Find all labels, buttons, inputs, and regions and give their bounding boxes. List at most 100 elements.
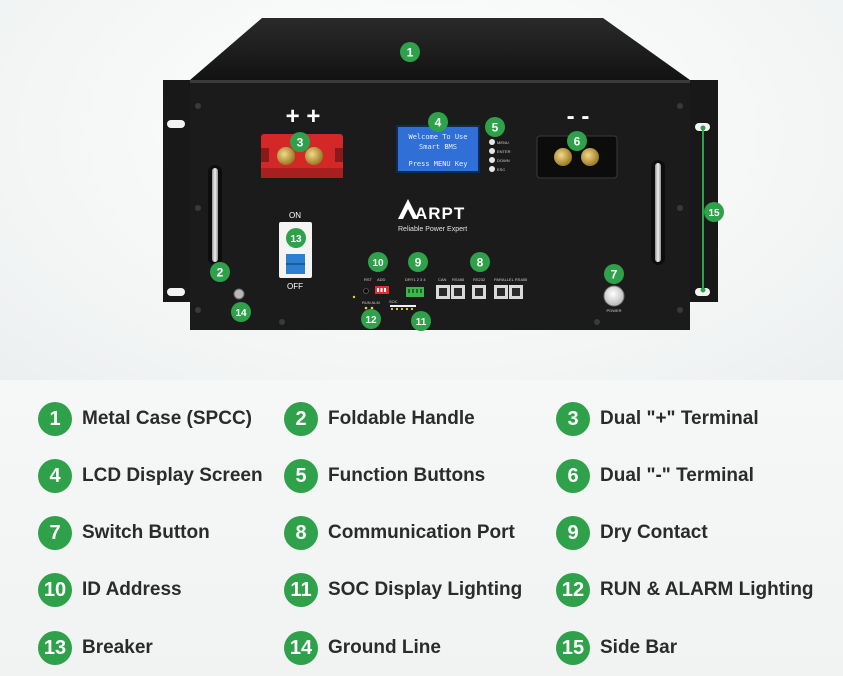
power-button[interactable] bbox=[604, 286, 624, 306]
plus-terminal-body bbox=[261, 134, 343, 178]
callout-number: 14 bbox=[235, 308, 247, 319]
minus-bolt-left bbox=[554, 148, 572, 166]
legend-label: Breaker bbox=[82, 637, 153, 658]
breaker-off-label: OFF bbox=[287, 282, 303, 291]
legend-number: 14 bbox=[284, 631, 318, 665]
callout-number: 10 bbox=[372, 258, 384, 269]
lcd-screen bbox=[398, 127, 478, 171]
esc-button-label: ESC bbox=[497, 167, 505, 172]
dry-contact-terminal[interactable] bbox=[406, 287, 424, 297]
callout-number: 11 bbox=[416, 317, 427, 328]
legend-number: 7 bbox=[38, 516, 72, 550]
function-buttons: MENU ENTER DOWN ESC bbox=[489, 139, 511, 172]
rst-label: RST bbox=[364, 277, 373, 282]
callout-14: 14 bbox=[231, 302, 251, 322]
legend-item-dry-contact: 9 Dry Contact bbox=[556, 513, 708, 553]
legend-number: 2 bbox=[284, 402, 318, 436]
screw bbox=[195, 205, 201, 211]
plus-bolt-left bbox=[277, 147, 295, 165]
legend-number: 5 bbox=[284, 459, 318, 493]
callout-6: 6 bbox=[567, 131, 587, 151]
enter-button-label: ENTER bbox=[497, 149, 511, 154]
esc-button[interactable] bbox=[489, 166, 495, 172]
legend-label: LCD Display Screen bbox=[82, 465, 263, 486]
callout-number: 6 bbox=[574, 135, 581, 149]
add-label: ADD bbox=[377, 277, 386, 282]
callout-number: 2 bbox=[217, 266, 224, 280]
callout-number: 3 bbox=[297, 136, 304, 150]
down-button[interactable] bbox=[489, 157, 495, 163]
legend-number: 9 bbox=[556, 516, 590, 550]
soc-light-bar bbox=[390, 305, 416, 307]
legend-item-minus-terminal: 6 Dual "-" Terminal bbox=[556, 456, 754, 496]
legend-item-id-address: 10 ID Address bbox=[38, 570, 182, 610]
legend: 1 Metal Case (SPCC) 2 Foldable Handle 3 … bbox=[0, 388, 843, 676]
callout-number: 1 bbox=[407, 46, 414, 60]
menu-button[interactable] bbox=[489, 139, 495, 145]
down-button-label: DOWN bbox=[497, 158, 510, 163]
callout-15: 15 bbox=[704, 202, 724, 222]
callout-8: 8 bbox=[470, 252, 490, 272]
callout-5: 5 bbox=[485, 117, 505, 137]
legend-number: 11 bbox=[284, 573, 318, 607]
callout-2: 2 bbox=[210, 262, 230, 282]
legend-item-switch-button: 7 Switch Button bbox=[38, 513, 210, 553]
dip-switch-slot bbox=[384, 288, 386, 292]
rst-button[interactable] bbox=[363, 288, 369, 294]
legend-label: Ground Line bbox=[328, 637, 441, 658]
power-button-label: POWER bbox=[606, 308, 621, 313]
power-button-ring bbox=[603, 285, 625, 307]
legend-label: Dual "-" Terminal bbox=[600, 465, 754, 486]
legend-number: 15 bbox=[556, 631, 590, 665]
plus-terminal-wing-left bbox=[261, 148, 269, 162]
left-handle bbox=[212, 168, 218, 262]
rs485-port-label: RS485 bbox=[452, 277, 465, 282]
left-ear-slot-bottom bbox=[167, 288, 185, 296]
legend-item-side-bar: 15 Side Bar bbox=[556, 628, 677, 668]
soc-label: SOC bbox=[389, 299, 398, 304]
minus-bolt-right bbox=[581, 148, 599, 166]
can-port-label: CAN bbox=[438, 277, 447, 282]
brand-logo-mark bbox=[398, 199, 418, 219]
soc-light bbox=[390, 307, 394, 311]
left-ear-slot-top bbox=[167, 120, 185, 128]
enter-button[interactable] bbox=[489, 148, 495, 154]
callout-number: 5 bbox=[492, 121, 499, 135]
legend-label: Switch Button bbox=[82, 522, 210, 543]
parallel-port-2-socket bbox=[512, 288, 520, 296]
callout-number: 4 bbox=[435, 116, 442, 130]
plus-bolt-right bbox=[305, 147, 323, 165]
legend-item-lcd-display: 4 LCD Display Screen bbox=[38, 456, 263, 496]
legend-item-plus-terminal: 3 Dual "+" Terminal bbox=[556, 399, 759, 439]
parallel-port-1-socket bbox=[497, 288, 505, 296]
callout-number: 13 bbox=[290, 234, 302, 245]
callout-7: 7 bbox=[604, 264, 624, 284]
legend-label: Communication Port bbox=[328, 522, 515, 543]
side-bar-end-bottom bbox=[700, 287, 706, 293]
screw bbox=[195, 103, 201, 109]
legend-number: 3 bbox=[556, 402, 590, 436]
rs232-port-label: RS232 bbox=[473, 277, 486, 282]
legend-number: 10 bbox=[38, 573, 72, 607]
lcd-line-3: Press MENU Key bbox=[408, 160, 467, 168]
run-alm-label: RUN ALM bbox=[362, 300, 380, 305]
dry-contact-pin bbox=[408, 289, 410, 293]
legend-label: ID Address bbox=[82, 579, 182, 600]
battery-illustration: + + - - Welcome To Use Smart BMS Press M… bbox=[163, 18, 724, 331]
soc-light bbox=[400, 307, 404, 311]
plus-terminal-shade bbox=[261, 168, 343, 178]
legend-item-foldable-handle: 2 Foldable Handle bbox=[284, 399, 475, 439]
legend-label: Metal Case (SPCC) bbox=[82, 408, 252, 429]
screw bbox=[677, 307, 683, 313]
dry-contact-pin bbox=[416, 289, 418, 293]
callout-11: 11 bbox=[411, 311, 431, 331]
callout-4: 4 bbox=[428, 112, 448, 132]
legend-label: Function Buttons bbox=[328, 465, 486, 486]
legend-number: 4 bbox=[38, 459, 72, 493]
plus-terminal-wing-right bbox=[335, 148, 343, 162]
legend-item-metal-case: 1 Metal Case (SPCC) bbox=[38, 399, 252, 439]
dip-switch-slot bbox=[377, 288, 379, 292]
legend-label: SOC Display Lighting bbox=[328, 579, 523, 600]
callout-3: 3 bbox=[290, 132, 310, 152]
menu-button-label: MENU bbox=[497, 140, 509, 145]
